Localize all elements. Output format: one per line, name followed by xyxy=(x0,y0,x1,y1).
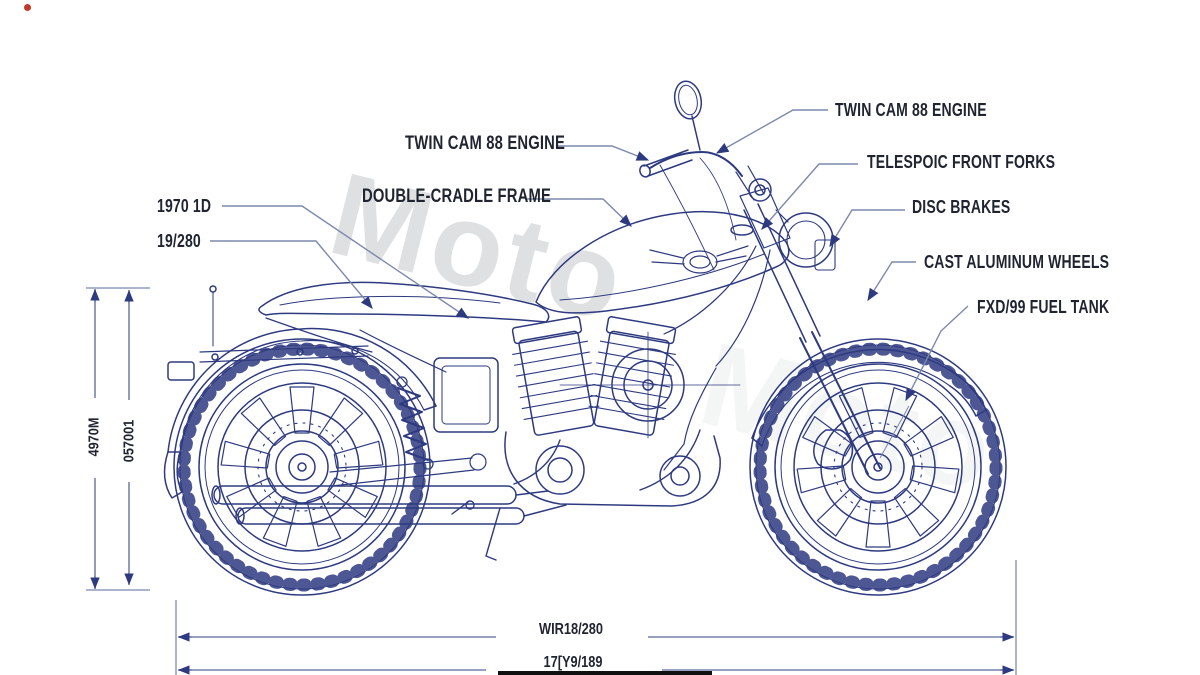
swingarm xyxy=(329,457,475,487)
leader-fuel-tank-extension xyxy=(879,405,910,459)
callout-spec-19-280: 19/280 xyxy=(157,231,201,251)
dim-label-height-outer: 4970M xyxy=(85,417,103,457)
dim-length-extension-lines xyxy=(175,560,1017,675)
dimension-lines xyxy=(86,287,1017,675)
dim-height-extension-ticks xyxy=(86,287,150,591)
frame xyxy=(265,187,791,487)
leader-twin-cam-right xyxy=(715,109,828,154)
bottom-crop-bar xyxy=(498,671,712,675)
control-cables xyxy=(659,157,737,271)
leader-fuel-tank xyxy=(905,305,969,402)
rear-shock xyxy=(396,376,434,470)
battery-box xyxy=(433,357,499,433)
motorcycle xyxy=(163,80,1007,596)
dim-label-length-upper: WIR18/280 xyxy=(538,621,604,638)
leader-twin-cam-left xyxy=(556,145,650,161)
callout-twin-cam-88-right: TWIN CAM 88 ENGINE xyxy=(835,100,987,120)
exhaust xyxy=(211,429,701,525)
leader-disc-brakes xyxy=(829,209,905,248)
air-cleaner xyxy=(559,331,741,439)
callout-disc-brakes: DISC BRAKES xyxy=(912,197,1011,217)
handlebar xyxy=(639,149,772,271)
leader-cast-wheels xyxy=(867,261,916,302)
corner-artifact-dot xyxy=(24,4,31,11)
leader-19-280 xyxy=(210,240,373,309)
taillight xyxy=(167,361,195,381)
tank-emblem xyxy=(649,245,749,274)
leader-lines xyxy=(210,109,969,459)
leader-1970 xyxy=(222,205,470,319)
leader-double-cradle xyxy=(525,198,632,227)
callout-double-cradle-frame: DOUBLE-CRADLE FRAME xyxy=(362,186,552,207)
fuel-tank xyxy=(535,211,790,314)
dim-label-length-lower: 17[Y9/189 xyxy=(543,654,603,671)
callout-spec-1970: 1970 1D xyxy=(157,196,212,216)
mirror xyxy=(673,80,703,151)
kickstand xyxy=(451,500,501,561)
leader-forks xyxy=(761,163,858,230)
rear-wheel xyxy=(173,338,431,596)
callout-twin-cam-88-left: TWIN CAM 88 ENGINE xyxy=(405,133,566,154)
seat xyxy=(258,281,550,323)
callout-cast-aluminum-wheels: CAST ALUMINUM WHEELS xyxy=(924,252,1110,272)
callout-fxd-fuel-tank: FXD/99 FUEL TANK xyxy=(977,297,1110,317)
callout-telescopic-front-forks: TELESPOIC FRONT FORKS xyxy=(867,152,1056,172)
headlight xyxy=(778,212,834,268)
engine xyxy=(504,316,741,507)
speedo-gauge xyxy=(748,178,772,202)
front-wheel xyxy=(749,338,1007,596)
dim-label-height-inner: 057001 xyxy=(120,419,138,463)
